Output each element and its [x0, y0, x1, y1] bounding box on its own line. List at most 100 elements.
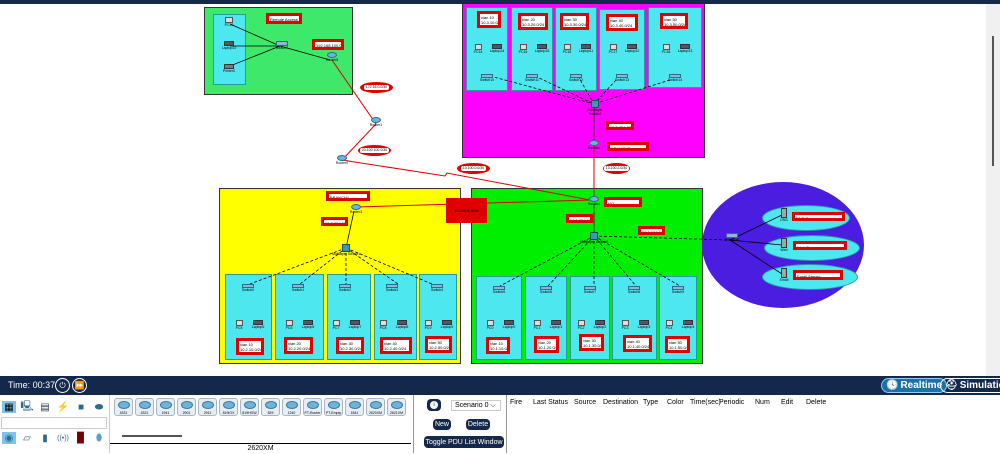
access-switch-device[interactable]: Switch1 — [289, 284, 307, 292]
laptop-device[interactable]: Laptop3 — [635, 320, 653, 329]
access-switch-device[interactable]: Switch6 — [537, 286, 555, 294]
device-model-pt-router[interactable]: PT-Router — [303, 398, 322, 416]
laptop-device[interactable]: Laptop11 — [577, 44, 595, 53]
branch1-multilayer-switch[interactable]: Multilayer Switch1 — [331, 244, 361, 256]
laptop-device[interactable]: Laptop5 — [249, 320, 267, 329]
router1-device[interactable]: Router1 — [366, 117, 386, 127]
email-server-device[interactable]: Email — [777, 268, 791, 282]
device-model-4321[interactable]: 4321 — [135, 398, 154, 416]
new-scenario-button[interactable]: New — [433, 419, 451, 430]
printer0-device[interactable]: Printer0 — [219, 64, 239, 73]
hubs-icon[interactable]: ▮ — [42, 432, 48, 444]
security-icon[interactable]: ▉ — [77, 432, 85, 444]
scenario-select[interactable]: Scenario 0 ⌵ — [451, 400, 501, 411]
access-switch-device[interactable]: Switch2 — [336, 284, 354, 292]
scenario-info-button[interactable]: i — [427, 399, 441, 411]
dns-server-device[interactable]: DNS — [777, 208, 791, 222]
switch16-device[interactable]: Switch16 — [722, 233, 742, 242]
access-switch-device[interactable]: Switch4 — [428, 284, 446, 292]
access-switch-device[interactable]: Switch9 — [669, 286, 687, 294]
device-model-1941[interactable]: 1941 — [156, 398, 175, 416]
pc-device[interactable]: PC6 — [280, 320, 298, 330]
laptop-device[interactable]: Laptop2 — [591, 320, 609, 329]
access-switch-device[interactable]: Switch10 — [478, 74, 496, 82]
device-model-1240[interactable]: 1240 — [282, 398, 301, 416]
device-model-pt-empty[interactable]: PT-Empty — [324, 398, 343, 416]
device-model-829[interactable]: 829 — [261, 398, 280, 416]
access-switch-device[interactable]: Switch5 — [490, 286, 508, 294]
laptop-device[interactable]: Laptop6 — [299, 320, 317, 329]
canvas-vertical-scrollbar[interactable] — [986, 4, 1000, 376]
web-server-device[interactable]: Web — [777, 238, 791, 252]
toggle-pdu-list-button[interactable]: Toggle PDU List Window — [424, 436, 504, 448]
logical-workspace[interactable]: Remote Access 192.168.100.0/24 Router5 S… — [0, 4, 986, 376]
device-model-2901[interactable]: 2901 — [177, 398, 196, 416]
power-cycle-button[interactable]: ⏻ — [55, 378, 70, 393]
pc-device[interactable]: PC17 — [604, 44, 622, 54]
router3-device[interactable]: Router3 — [346, 204, 366, 214]
wireless-icon[interactable]: ((•)) — [57, 434, 69, 442]
pc-device[interactable]: PC9 — [419, 320, 437, 330]
access-switch-device[interactable]: Switch13 — [613, 74, 631, 82]
end-devices-icon[interactable]: 🖳 — [20, 400, 34, 412]
category-search-field[interactable] — [1, 417, 107, 429]
delete-scenario-button[interactable]: Delete — [466, 419, 490, 430]
simulation-mode-button[interactable]: ⛑Simulation — [940, 378, 1000, 393]
misc-icon[interactable]: ■ — [77, 401, 85, 413]
pc-device[interactable]: PC7 — [327, 320, 345, 330]
pc-device[interactable]: PC15 — [514, 44, 532, 54]
device-model-2621xm[interactable]: 2621XM — [387, 398, 406, 416]
device-model-4331[interactable]: 4331 — [114, 398, 133, 416]
access-switch-device[interactable]: Switch14 — [666, 74, 684, 82]
laptop-device[interactable]: Laptop4 — [679, 320, 697, 329]
pc-device[interactable]: PC8 — [374, 320, 392, 330]
realtime-mode-button[interactable]: 🕓Realtime — [881, 378, 948, 393]
pc-device[interactable]: PC2 — [572, 320, 590, 330]
pc-device[interactable]: PC1 — [528, 320, 546, 330]
multiuser-icon[interactable]: ⬬ — [94, 401, 104, 413]
access-switch-device[interactable]: Switch11 — [523, 74, 541, 82]
laptop-device[interactable]: Laptop12 — [623, 44, 641, 53]
laptop-device[interactable]: Laptop1 — [547, 320, 565, 329]
scrollbar-thumb[interactable] — [992, 36, 994, 166]
device-model-819iox[interactable]: 819IOX — [219, 398, 238, 416]
fast-forward-button[interactable]: ⏩ — [72, 378, 87, 393]
device-model-2620xm[interactable]: 2620XM — [366, 398, 385, 416]
pc10-device[interactable]: PC10 — [219, 17, 239, 27]
wan-emulation-icon[interactable]: ⬮ — [95, 432, 103, 444]
router5-device[interactable]: Router5 — [322, 52, 342, 62]
pc-device[interactable]: PC14 — [469, 44, 487, 54]
pc-device[interactable]: PC5 — [230, 320, 248, 330]
laptop-device[interactable]: Laptop15 — [533, 44, 551, 53]
connections-icon[interactable]: ⚡ — [56, 401, 70, 413]
router2-device[interactable]: Router2 — [584, 140, 604, 150]
laptop-device[interactable]: Laptop8 — [393, 320, 411, 329]
device-model-819hgw[interactable]: 819HGW — [240, 398, 259, 416]
device-model-2911[interactable]: 2911 — [198, 398, 217, 416]
switch7-remote-device[interactable]: Switch7 — [272, 41, 292, 50]
branch2-multilayer-switch[interactable]: Multilayer Switch2 — [582, 100, 608, 116]
pc-device[interactable]: PC18 — [657, 44, 675, 54]
access-switch-device[interactable]: Switch8 — [625, 286, 643, 294]
pc-device[interactable]: PC0 — [481, 320, 499, 330]
switches-icon[interactable]: ▱ — [23, 432, 31, 444]
laptop-device[interactable]: Laptop14 — [488, 44, 506, 53]
pc-device[interactable]: PC4 — [660, 320, 678, 330]
laptop10-device[interactable]: Laptop10 — [219, 41, 239, 50]
pc-device[interactable]: PC3 — [616, 320, 634, 330]
router0-device[interactable]: Router0 — [332, 155, 352, 165]
network-devices-icon[interactable]: ▦ — [2, 401, 16, 413]
components-icon[interactable]: ▤ — [40, 401, 50, 413]
laptop-device[interactable]: Laptop9 — [438, 320, 456, 329]
pc-device[interactable]: PC16 — [558, 44, 576, 54]
access-switch-device[interactable]: Switch7 — [581, 286, 599, 294]
device-model-1841[interactable]: 1841 — [345, 398, 364, 416]
laptop-device[interactable]: Laptop13 — [676, 44, 694, 53]
laptop-device[interactable]: Laptop0 — [500, 320, 518, 329]
access-switch-device[interactable]: Switch0 — [239, 284, 257, 292]
laptop-device[interactable]: Laptop7 — [346, 320, 364, 329]
routers-icon[interactable]: ◉ — [2, 432, 16, 444]
access-switch-device[interactable]: Switch3 — [383, 284, 401, 292]
hq-multilayer-switch[interactable]: Multilayer Switch0 — [578, 232, 610, 244]
model-list-scrollbar[interactable] — [122, 435, 182, 437]
